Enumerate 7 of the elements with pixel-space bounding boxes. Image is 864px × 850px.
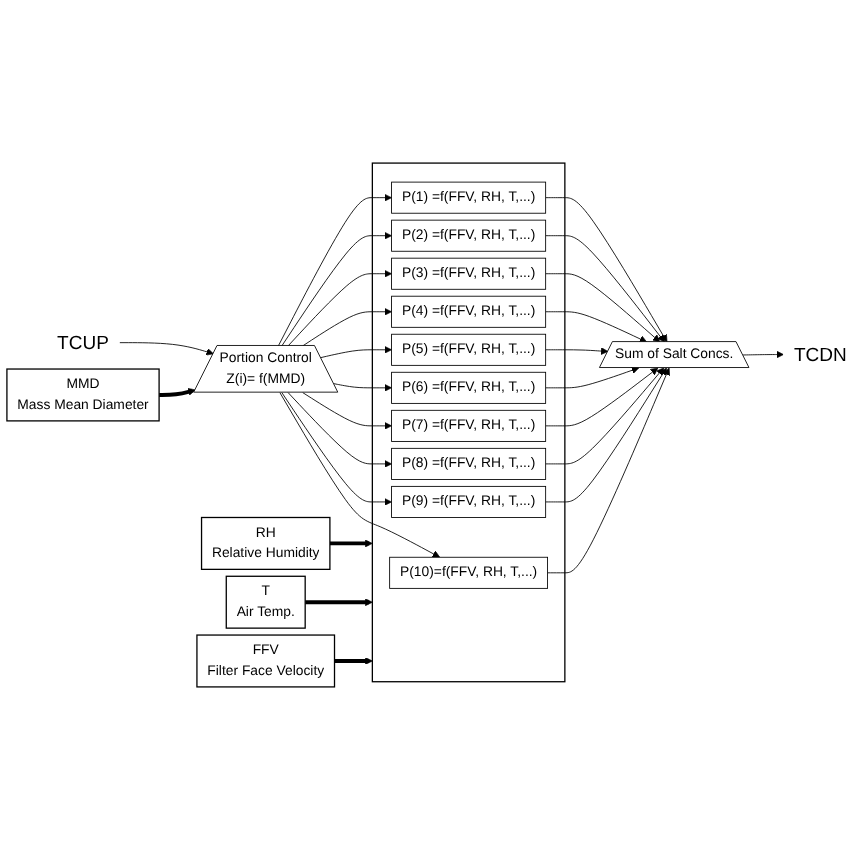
node-text: TCUP: [57, 331, 109, 354]
arrow: [305, 598, 373, 606]
node-text: TCDN: [793, 343, 847, 366]
arrow: [159, 388, 196, 397]
cluster: [371, 162, 566, 683]
arrow: [329, 539, 373, 548]
arrow: [334, 657, 373, 665]
